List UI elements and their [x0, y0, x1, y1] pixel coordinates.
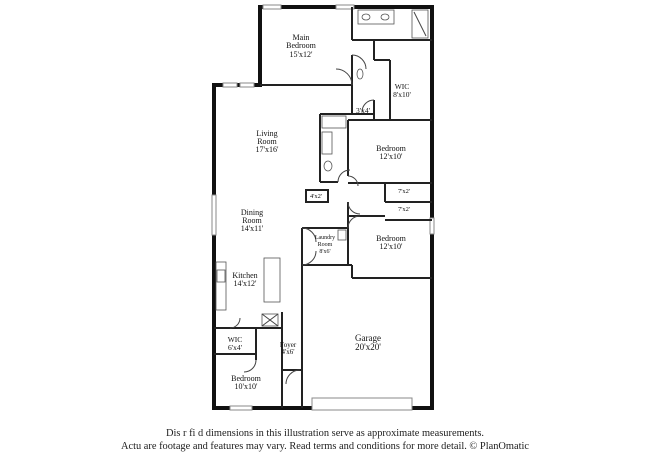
main-bedroom-name-2: Bedroom [286, 41, 317, 50]
windows [211, 4, 435, 411]
closet-7x2-b-label: 7'x2' [398, 206, 410, 213]
dining-room-dims: 14'x11' [241, 224, 264, 233]
closet-7x2-a-label: 7'x2' [398, 188, 410, 195]
doors [229, 54, 375, 385]
disclaimer-line-2: Actu are footage and features may vary. … [121, 441, 529, 452]
living-room-name-2: Room [257, 137, 277, 146]
dining-room-name-2: Room [242, 216, 262, 225]
laundry-room-dims: 8'x6' [319, 249, 330, 255]
living-room-name-1: Living [256, 129, 277, 138]
fixtures [215, 9, 429, 327]
main-bedroom-name-1: Main [293, 33, 310, 42]
laundry-room-name-2: Room [318, 242, 333, 248]
closet-3x4-label: 3'x4' [356, 106, 371, 115]
interior-walls [214, 7, 432, 408]
dining-room-name-1: Dining [241, 208, 263, 217]
main-bedroom-dims: 15'x12' [290, 50, 313, 59]
living-room-dims: 17'x16' [256, 145, 279, 154]
laundry-room-name-1: Laundry [315, 235, 335, 241]
disclaimer-line-1: Dis r fi d dimensions in this illustrati… [165, 428, 484, 439]
closet-4x2-label: 4'x2' [310, 193, 322, 200]
